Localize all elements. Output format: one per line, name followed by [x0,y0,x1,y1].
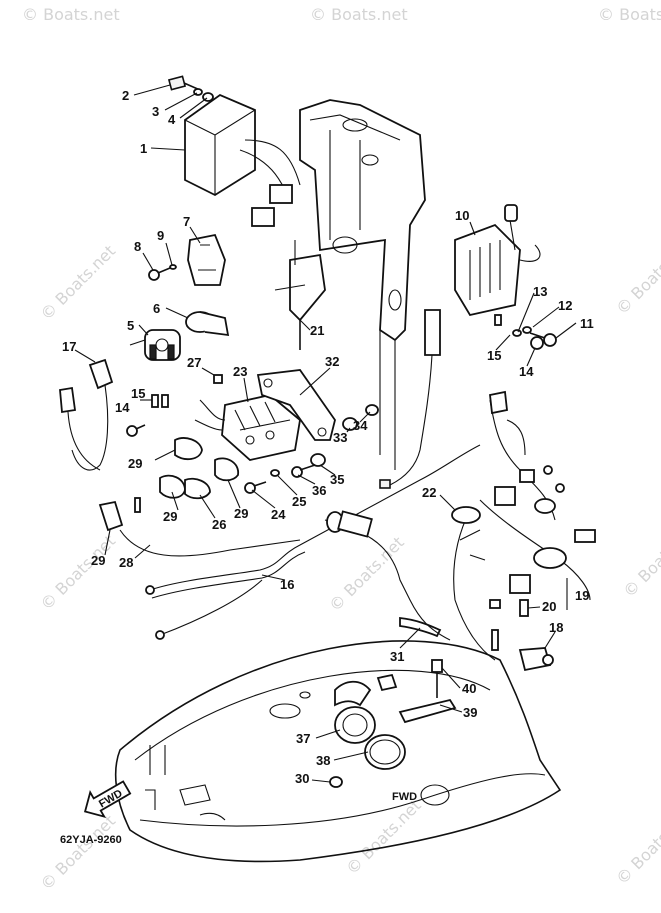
bushings-33-34 [342,404,379,431]
callout: 6 [153,301,160,316]
callout: 33 [333,430,347,445]
callout: 29 [91,553,105,568]
holder-6 [185,311,230,337]
watermark: © Boats.net [325,533,407,615]
callout: 29 [234,506,248,521]
callout: 3 [152,104,159,119]
callout: 23 [233,364,247,379]
callout: 5 [127,318,134,333]
callout: 31 [390,649,404,664]
callout: 14 [519,364,534,379]
watermark: © Boats.net [612,806,661,888]
bracket-7 [187,233,226,286]
callout: 29 [163,509,177,524]
callout: 9 [157,228,164,243]
bracket-21 [274,240,326,350]
watermark: © Boats.net [598,5,661,24]
bolt-washers [167,75,214,102]
callout: 7 [183,214,190,229]
callout: 8 [134,239,141,254]
regulator-10 [454,204,541,317]
plate-32 [256,369,336,441]
callout: 21 [310,323,324,338]
callout: 19 [575,588,589,603]
callout: 13 [533,284,547,299]
callouts: 1 2 3 4 5 6 7 8 9 10 11 12 13 14 14 15 1… [62,88,594,786]
callout: 30 [295,771,309,786]
callout: 39 [463,705,477,720]
relay-5 [129,329,181,361]
callout: 35 [330,472,344,487]
svg-text:FWD: FWD [392,791,417,803]
callout: 12 [558,298,572,313]
hardware-11-15 [494,314,557,350]
callout: 2 [122,88,129,103]
callout: 40 [462,681,476,696]
callout: 15 [487,348,501,363]
caps-29 [98,437,239,532]
cap-17 [59,358,114,471]
watermark: © Boats.net [612,236,661,318]
callout: 27 [187,355,201,370]
leader-lines [74,84,577,783]
callout: 18 [549,620,563,635]
band-22 [399,506,481,638]
callout: 20 [542,599,556,614]
callout: 38 [316,753,330,768]
callout: 32 [325,354,339,369]
callout: 22 [422,485,436,500]
callout: 16 [280,577,294,592]
callout: 37 [296,731,310,746]
engine-bracket [299,99,426,470]
callout: 28 [119,555,133,570]
callout: 4 [168,112,176,127]
callout: 24 [271,507,286,522]
watermark: © Boats.net [619,519,661,601]
watermark: © Boats.net [342,796,424,878]
callout: 14 [115,400,130,415]
main-harness [389,309,596,661]
callout: 10 [455,208,469,223]
screw-8 [148,264,177,281]
harness-16-28 [119,444,481,640]
watermark: © Boats.net [22,5,120,24]
callout: 26 [212,517,226,532]
diagram-code: 62YJA-9260 [60,834,122,846]
bottom-cowling: FWD [114,640,562,863]
callout: 11 [580,316,594,331]
terminal-18 [518,647,554,672]
callout: 29 [128,456,142,471]
callout: 1 [140,141,147,156]
callout: 34 [353,418,368,433]
watermark: © Boats.net [310,5,408,24]
watermark: © Boats.net [37,811,119,893]
callout: 25 [292,494,306,509]
callout: 36 [312,483,326,498]
fuses-15-14-left [126,394,169,437]
callout: 17 [62,339,76,354]
callout: 15 [131,386,145,401]
cdi-unit [184,93,301,227]
grommets-37-40 [324,510,457,788]
watermark: © Boats.net [37,241,119,323]
